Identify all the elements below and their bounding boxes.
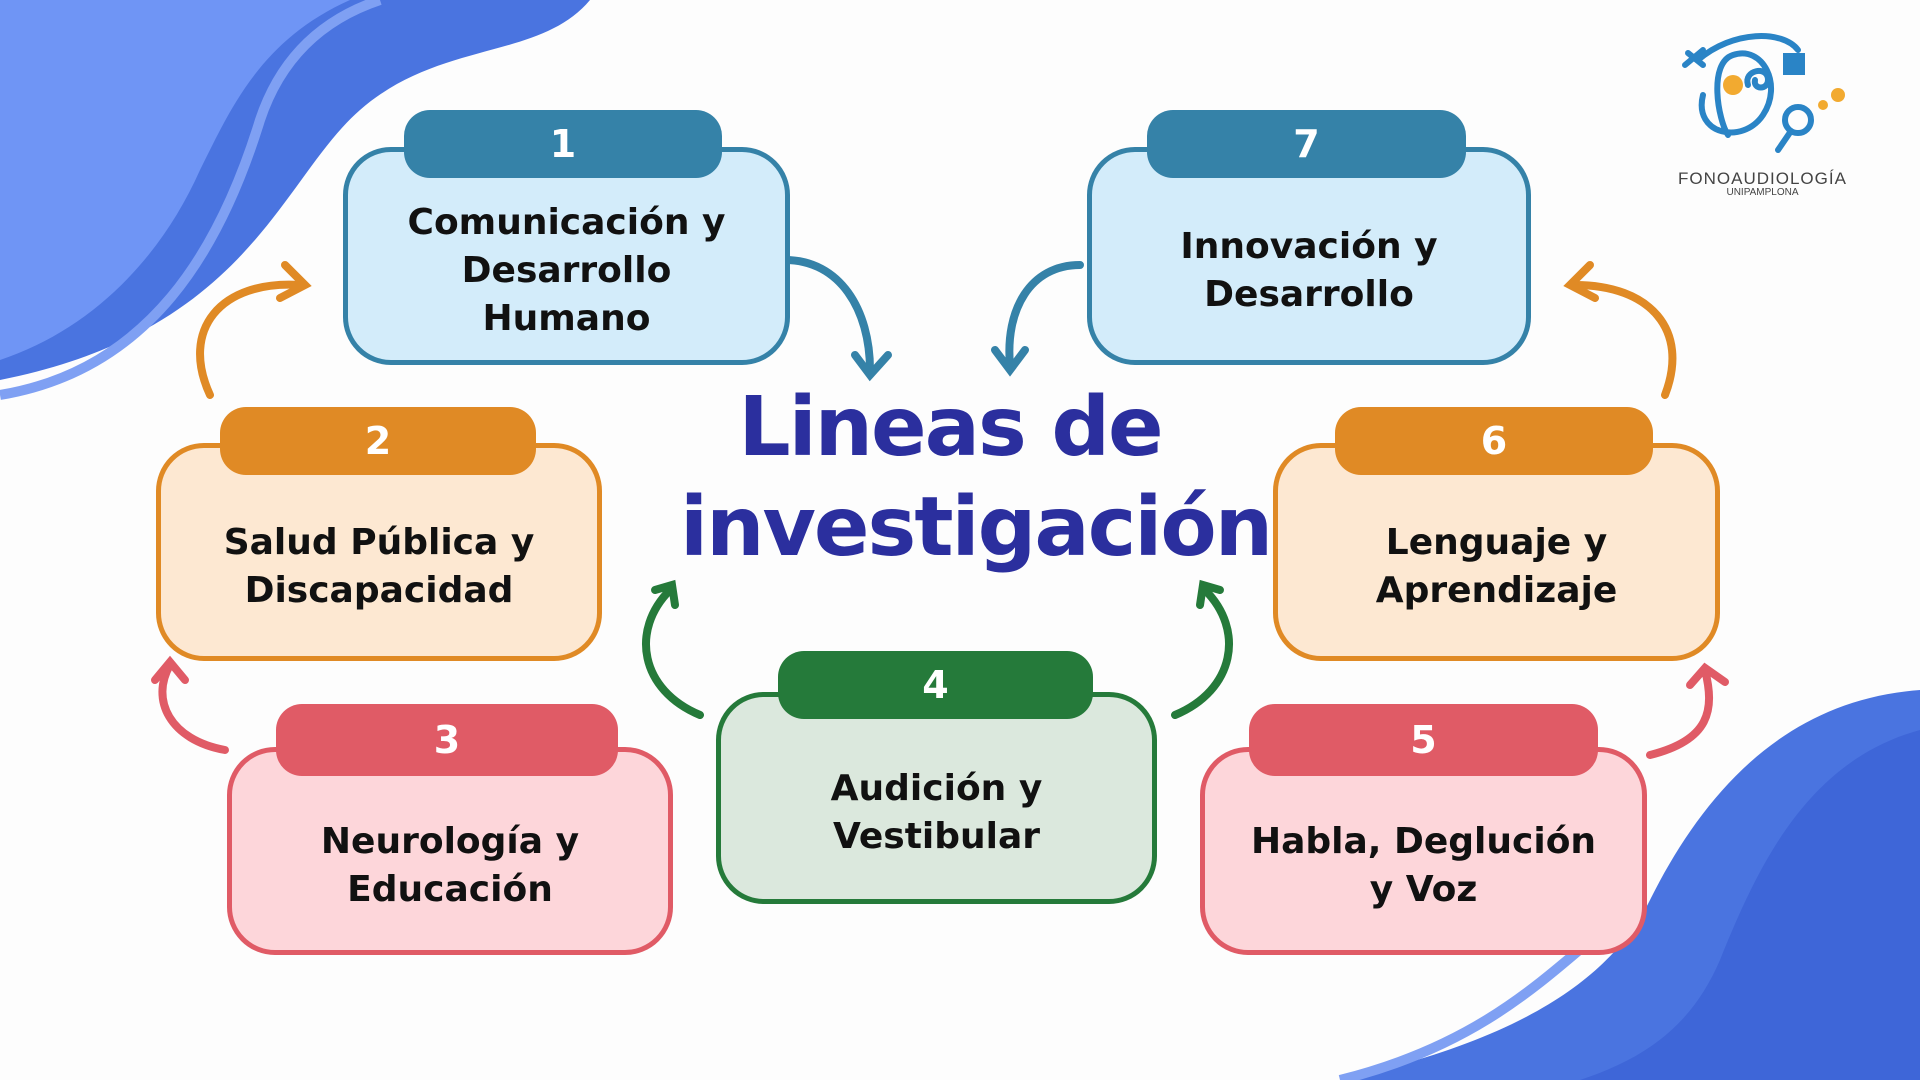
research-line-label: Lenguaje y Aprendizaje <box>1375 522 1618 611</box>
research-line-label: Habla, Deglución y Voz <box>1250 821 1597 910</box>
logo-emblem-icon <box>1681 33 1845 153</box>
arrow-1-to-center <box>781 256 874 374</box>
research-line-number-tab: 7 <box>1147 110 1466 178</box>
research-line-card-1: Comunicación y Desarrollo Humano <box>343 147 790 365</box>
arrow-7-to-center <box>1005 261 1084 369</box>
research-line-number-tab: 5 <box>1249 704 1598 776</box>
arrow-4-to-title-left <box>642 586 704 719</box>
research-line-number-tab: 4 <box>778 651 1093 719</box>
research-line-label: Neurología y Educación <box>320 821 580 910</box>
arrow-4-to-title-right <box>1171 586 1233 719</box>
arrow-6-to-7 <box>1571 281 1677 399</box>
research-line-number-tab: 3 <box>276 704 618 776</box>
research-line-card-4: Audición y Vestibular <box>716 692 1157 904</box>
research-line-card-7: Innovación y Desarrollo <box>1087 147 1531 365</box>
title-line-1: Lineas de <box>738 380 1163 475</box>
research-line-card-2: Salud Pública y Discapacidad <box>156 443 602 661</box>
fonoaudiologia-logo: FONOAUDIOLOGÍA UNIPAMPLONA <box>1665 25 1860 198</box>
title-line-2: investigación <box>680 480 1273 575</box>
research-line-label: Innovación y Desarrollo <box>1180 226 1438 315</box>
research-line-number-tab: 6 <box>1335 407 1653 475</box>
research-line-label: Comunicación y Desarrollo Humano <box>407 202 726 339</box>
research-line-card-6: Lenguaje y Aprendizaje <box>1273 443 1720 661</box>
research-line-card-3: Neurología y Educación <box>227 747 673 955</box>
research-line-number-tab: 1 <box>404 110 722 178</box>
arrow-3-to-2 <box>158 661 229 754</box>
arrow-2-to-1 <box>196 280 304 399</box>
research-line-label: Salud Pública y Discapacidad <box>223 522 535 611</box>
research-line-label: Audición y Vestibular <box>830 768 1043 857</box>
logo-name: FONOAUDIOLOGÍA <box>1678 169 1847 188</box>
logo-subtitle: UNIPAMPLONA <box>1726 187 1799 198</box>
research-line-number-tab: 2 <box>220 407 536 475</box>
arrow-5-to-6 <box>1646 666 1714 759</box>
research-line-card-5: Habla, Deglución y Voz <box>1200 747 1647 955</box>
